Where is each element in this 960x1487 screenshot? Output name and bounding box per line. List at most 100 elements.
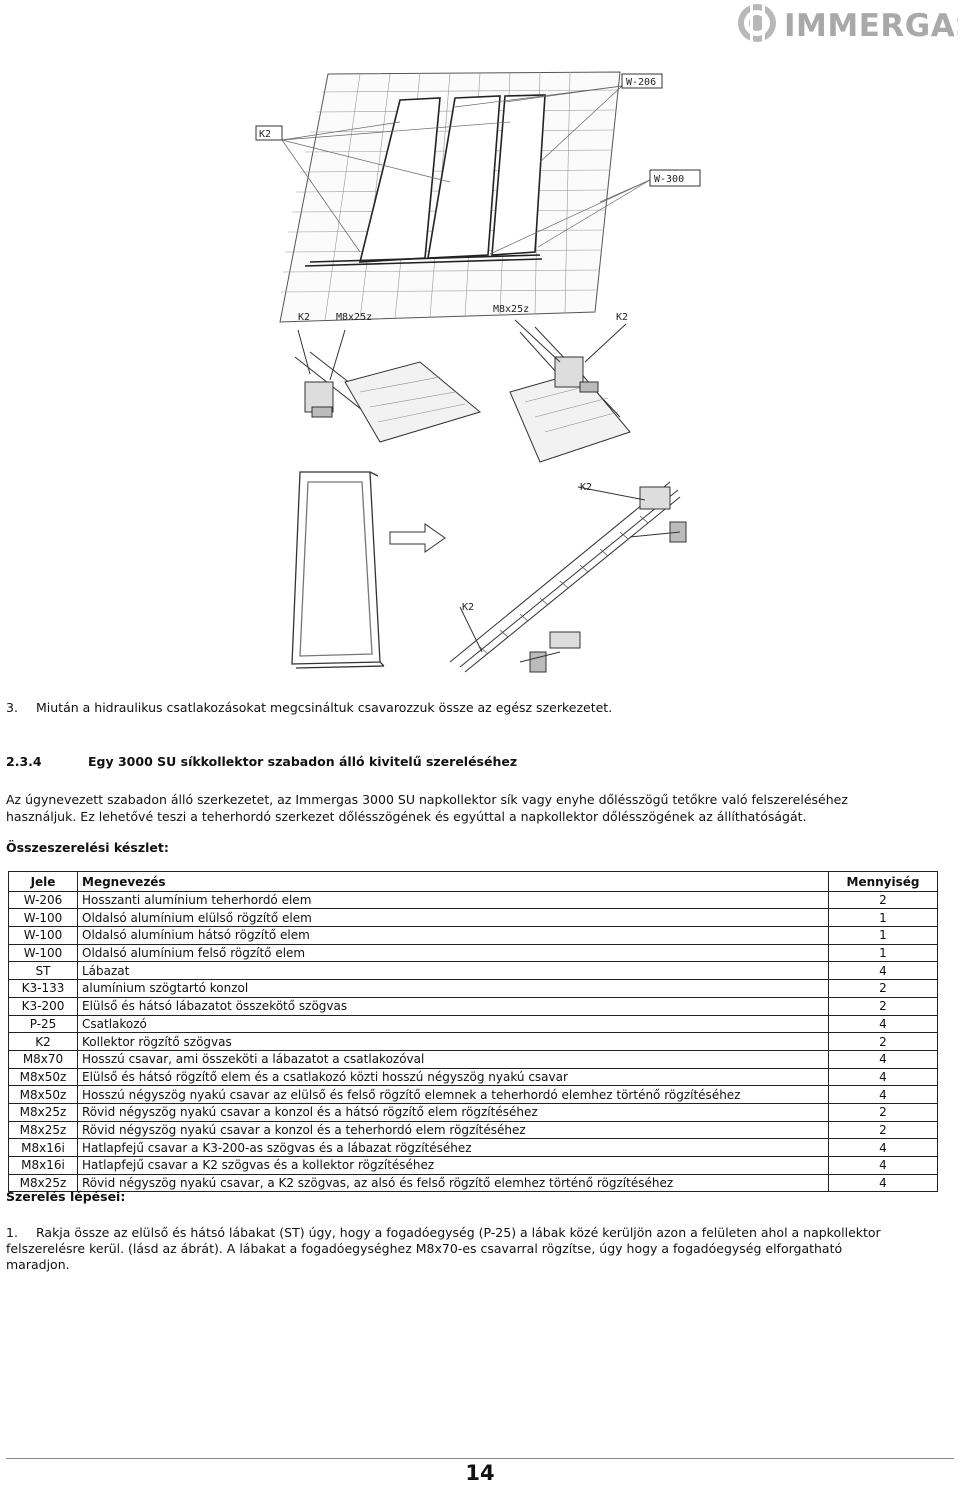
intro-line-1: Az úgynevezett szabadon álló szerkezetet… bbox=[6, 792, 848, 807]
m8x25z-left-label: M8x25z bbox=[336, 312, 372, 323]
step-1-line-1: Rakja össze az elülső és hátsó lábakat (… bbox=[36, 1225, 881, 1240]
detail-left bbox=[294, 329, 482, 443]
row-qty-cell: 2 bbox=[828, 1032, 938, 1051]
row-qty-cell: 4 bbox=[828, 961, 938, 980]
row-qty-cell: 4 bbox=[828, 1067, 938, 1086]
w300-label: W-300 bbox=[654, 174, 684, 185]
row-code-cell: W-100 bbox=[8, 908, 78, 927]
kit-heading: Összeszerelési készlet: bbox=[6, 840, 169, 855]
step-3: 3. Miután a hidraulikus csatlakozásokat m… bbox=[6, 699, 946, 716]
row-name-cell: Elülső és hátsó lábazatot összekötő szög… bbox=[77, 996, 829, 1015]
column-header-qty: Mennyiség bbox=[828, 871, 938, 892]
k2-left-detail-label: K2 bbox=[298, 312, 310, 323]
step-1-line-3: maradjon. bbox=[6, 1257, 70, 1272]
row-name-cell: Rövid négyszög nyakú csavar a konzol és … bbox=[77, 1120, 829, 1139]
row-name-cell: Lábazat bbox=[77, 961, 829, 980]
section-number: 2.3.4 bbox=[6, 754, 42, 769]
row-name-cell: Elülső és hátsó rögzítő elem és a csatla… bbox=[77, 1067, 829, 1086]
row-qty-cell: 4 bbox=[828, 1173, 938, 1192]
row-qty-cell: 2 bbox=[828, 996, 938, 1015]
arrow bbox=[389, 523, 446, 553]
row-name-cell: Hatlapfejű csavar a K3-200-as szögvas és… bbox=[77, 1138, 829, 1157]
column-header-name: Megnevezés bbox=[82, 875, 166, 890]
k2-roof-label: K2 bbox=[259, 129, 271, 140]
row-name-cell: Kollektor rögzítő szögvas bbox=[77, 1032, 829, 1051]
footer-divider bbox=[6, 1458, 954, 1459]
row-qty-cell: 4 bbox=[828, 1014, 938, 1033]
step-1-number: 1. bbox=[6, 1225, 18, 1240]
row-code-cell: K3-133 bbox=[8, 979, 78, 998]
row-code-cell: M8x25z bbox=[8, 1173, 78, 1192]
row-code-cell: ST bbox=[8, 961, 78, 980]
step-3-number: 3. bbox=[6, 700, 18, 715]
row-code-cell: M8x70 bbox=[8, 1049, 78, 1069]
row-name-cell: Hosszú csavar, ami összeköti a lábazatot… bbox=[77, 1049, 829, 1069]
frame-assembly bbox=[449, 481, 687, 673]
row-code-cell: M8x25z bbox=[8, 1102, 78, 1122]
row-qty-cell: 4 bbox=[828, 1138, 938, 1157]
row-qty-cell: 4 bbox=[828, 1156, 938, 1175]
row-code-cell: W-206 bbox=[8, 890, 78, 909]
step-3-text: Miután a hidraulikus csatlakozásokat meg… bbox=[36, 700, 613, 715]
row-name-cell: Hosszanti alumínium teherhordó elem bbox=[77, 890, 829, 909]
row-code-cell: M8x16i bbox=[8, 1138, 78, 1157]
row-code-cell: W-100 bbox=[8, 926, 78, 945]
row-code-cell: W-100 bbox=[8, 943, 78, 962]
page-number: 14 bbox=[465, 1461, 495, 1485]
row-qty-cell: 2 bbox=[828, 1102, 938, 1122]
immergas-logo: IMMERGAS bbox=[738, 2, 958, 44]
k2-low-label: K2 bbox=[462, 602, 474, 613]
row-name-cell: Hatlapfejű csavar a K2 szögvas és a koll… bbox=[77, 1156, 829, 1175]
steps-heading: Szerelés lépései: bbox=[6, 1189, 126, 1204]
row-name-cell: Oldalsó alumínium hátsó rögzítő elem bbox=[77, 926, 829, 945]
row-qty-cell: 1 bbox=[828, 926, 938, 945]
row-qty-cell: 4 bbox=[828, 1085, 938, 1104]
row-qty-cell: 2 bbox=[828, 1120, 938, 1139]
row-qty-cell: 2 bbox=[828, 979, 938, 998]
row-code-cell: K2 bbox=[8, 1032, 78, 1051]
row-code-cell: M8x16i bbox=[8, 1156, 78, 1175]
roof-drawing bbox=[255, 71, 701, 323]
collector-panel bbox=[291, 471, 385, 669]
intro-line-2: használjuk. Ez lehetővé teszi a teherhor… bbox=[6, 809, 807, 824]
row-name-cell: alumínium szögtartó konzol bbox=[77, 979, 829, 998]
section-heading: 2.3.4 Egy 3000 SU síkkollektor szabadon á… bbox=[6, 753, 946, 770]
row-name-cell: Oldalsó alumínium felső rögzítő elem bbox=[77, 943, 829, 962]
row-code-cell: P-25 bbox=[8, 1014, 78, 1033]
k2-mid-label: K2 bbox=[580, 482, 592, 493]
row-name-cell: Rövid négyszög nyakú csavar, a K2 szögva… bbox=[77, 1173, 829, 1192]
kit-table-header: Jele Megnevezés Mennyiség bbox=[8, 871, 938, 892]
row-code-cell: M8x25z bbox=[8, 1120, 78, 1139]
row-name-cell: Oldalsó alumínium elülső rögzítő elem bbox=[77, 908, 829, 927]
row-name-cell: Rövid négyszög nyakú csavar a konzol és … bbox=[77, 1102, 829, 1122]
row-qty-cell: 4 bbox=[828, 1049, 938, 1069]
detail-right bbox=[509, 319, 631, 463]
row-name-cell: Csatlakozó bbox=[77, 1014, 829, 1033]
row-name-cell: Hosszú négyszög nyakú csavar az elülső é… bbox=[77, 1085, 829, 1104]
row-qty-cell: 2 bbox=[828, 890, 938, 909]
step-1: 1. Rakja össze az elülső és hátsó lábakat… bbox=[6, 1224, 946, 1241]
row-code-cell: K3-200 bbox=[8, 996, 78, 1015]
step-1-line-2: felszerelésre kerül. (lásd az ábrát). A … bbox=[6, 1241, 843, 1256]
w206-label: W-206 bbox=[626, 77, 656, 88]
section-title: Egy 3000 SU síkkollektor szabadon álló k… bbox=[88, 754, 518, 769]
